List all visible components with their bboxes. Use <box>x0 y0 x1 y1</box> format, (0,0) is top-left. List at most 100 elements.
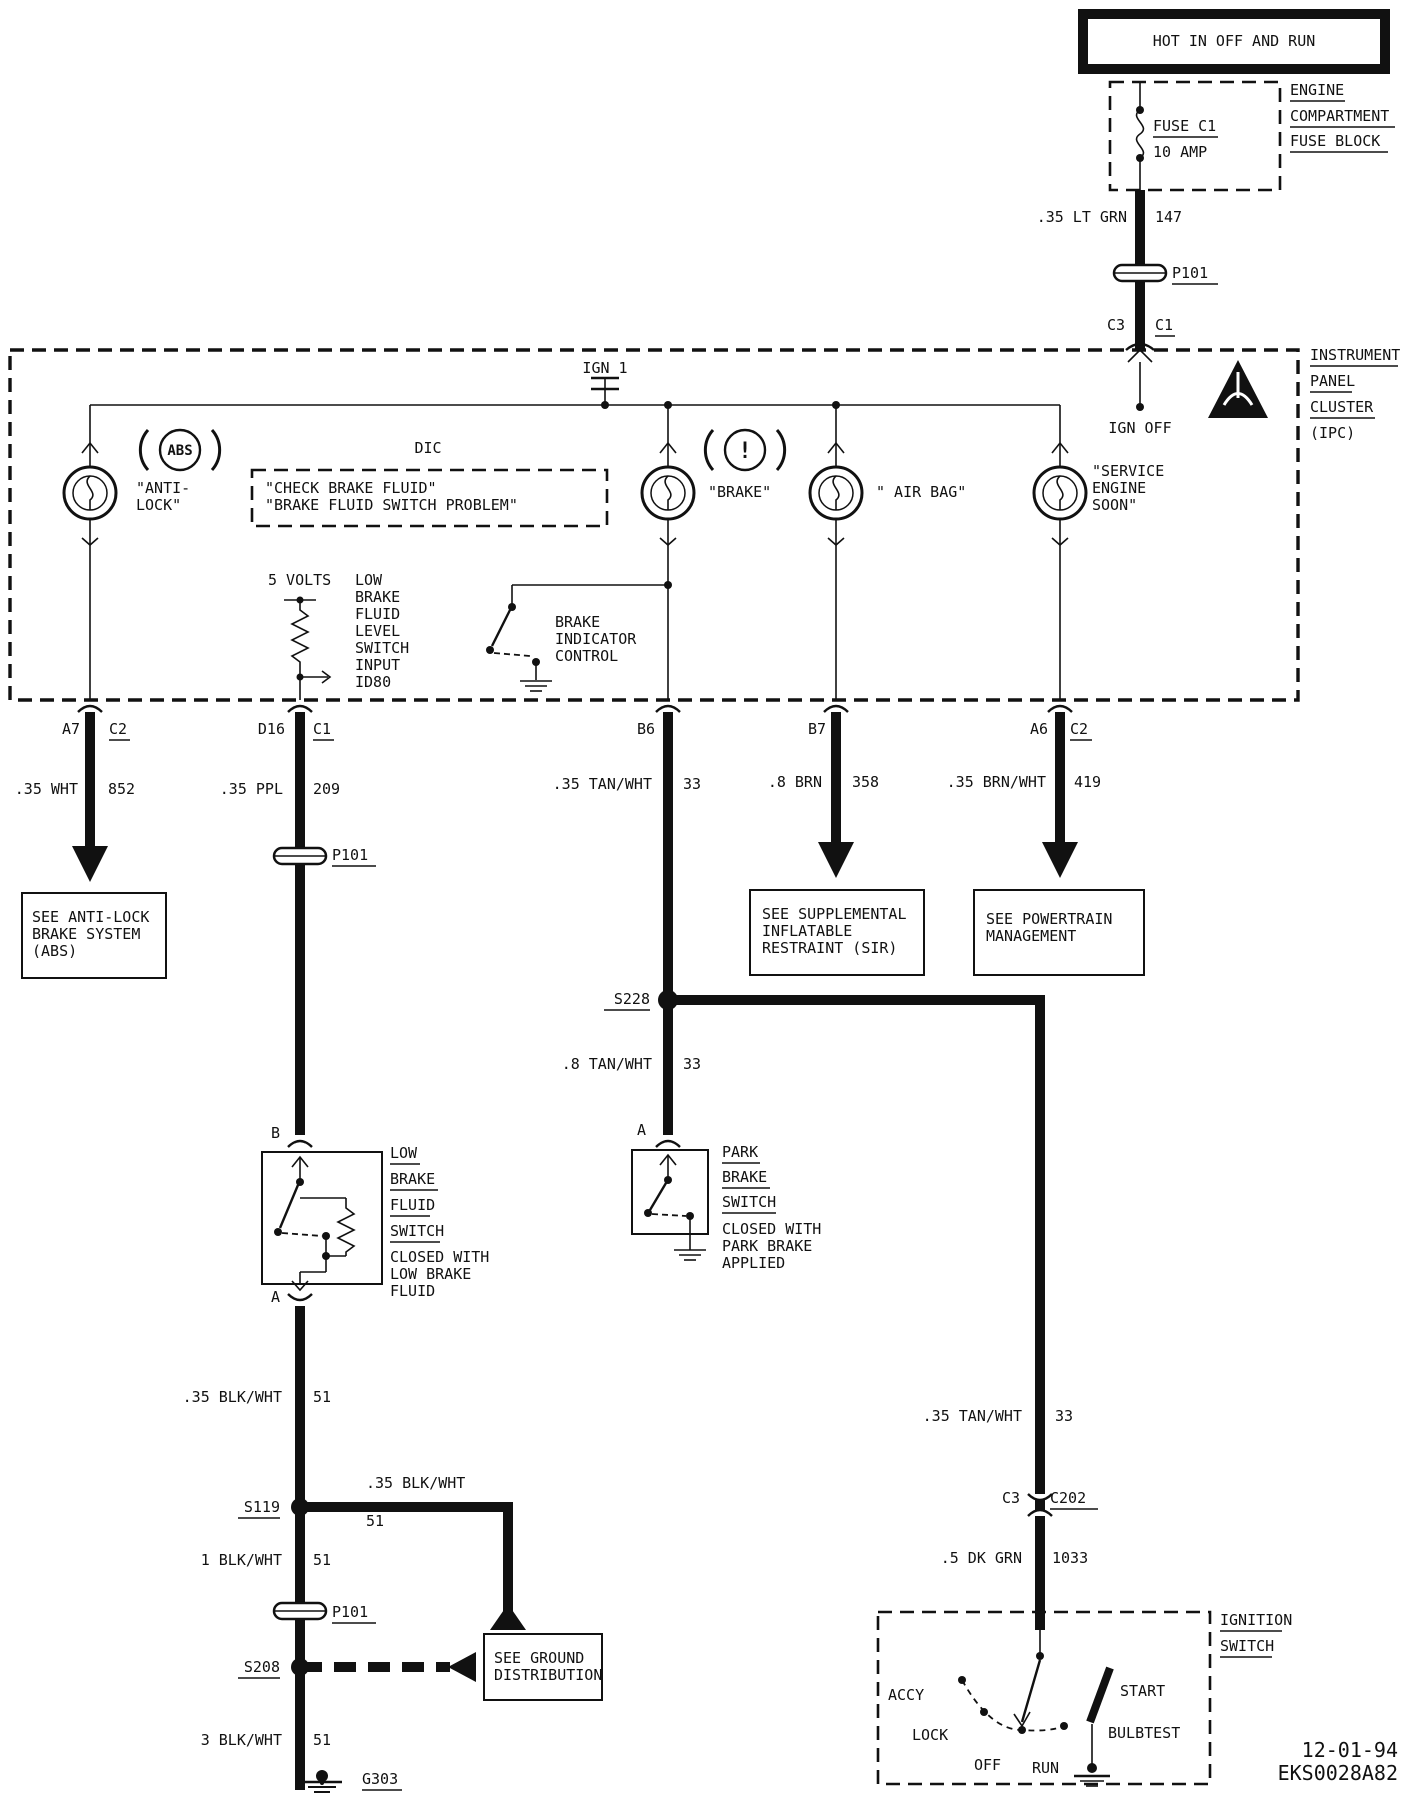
fuse-block: ENGINE COMPARTMENT FUSE BLOCK <box>1108 80 1395 192</box>
brake-lamp: "BRAKE" <box>640 405 771 700</box>
svg-text:CONTROL: CONTROL <box>555 647 618 665</box>
brake-symbol-icon: ! <box>703 428 787 472</box>
svg-text:COMPARTMENT: COMPARTMENT <box>1290 107 1389 125</box>
svg-text:51: 51 <box>313 1731 331 1749</box>
svg-text:209: 209 <box>313 780 340 798</box>
svg-text:START: START <box>1120 1682 1165 1700</box>
park-brake-switch: A PARK BRAKE SWITCH CLOSED WITH PARK BRA… <box>631 1121 821 1272</box>
svg-text:IGNITION: IGNITION <box>1220 1611 1292 1629</box>
svg-text:P101: P101 <box>332 846 368 864</box>
svg-text:OFF: OFF <box>974 1756 1001 1774</box>
svg-text:SWITCH: SWITCH <box>722 1193 776 1211</box>
svg-text:BRAKE SYSTEM: BRAKE SYSTEM <box>32 925 140 943</box>
svg-text:FUSE BLOCK: FUSE BLOCK <box>1290 132 1380 150</box>
svg-text:.35 LT GRN: .35 LT GRN <box>1037 208 1127 226</box>
svg-text:3 BLK/WHT: 3 BLK/WHT <box>201 1731 282 1749</box>
svg-text:.35 PPL: .35 PPL <box>220 780 283 798</box>
svg-text:INSTRUMENT: INSTRUMENT <box>1310 346 1400 364</box>
svg-text:MANAGEMENT: MANAGEMENT <box>986 927 1076 945</box>
service-engine-lamp: "SERVICE ENGINE SOON" <box>1032 405 1164 700</box>
ign1-bus: IGN 1 <box>90 359 1060 409</box>
svg-text:APPLIED: APPLIED <box>722 1254 785 1272</box>
svg-text:IGN OFF: IGN OFF <box>1108 419 1171 437</box>
fuse-c1: FUSE C1 10 AMP <box>1135 82 1218 190</box>
svg-text:5 VOLTS: 5 VOLTS <box>268 571 331 589</box>
brake-indicator-control: BRAKE INDICATOR CONTROL <box>486 584 668 692</box>
svg-text:ID80: ID80 <box>355 673 391 691</box>
esd-warning-icon <box>1208 360 1268 418</box>
hot-label-box: HOT IN OFF AND RUN <box>1078 9 1390 74</box>
ground-circuit-51: .35 BLK/WHT 51 S119 .35 BLK/WHT 51 1 BLK… <box>183 1306 526 1790</box>
svg-text:PANEL: PANEL <box>1310 372 1355 390</box>
ignition-feed-path: .35 TAN/WHT 33 C3 C202 .5 DK GRN 1033 <box>923 1407 1098 1567</box>
cluster-bottom-connectors <box>77 704 1073 713</box>
wire-419: A6 C2 .35 BRN/WHT 419 <box>947 712 1101 878</box>
svg-text:INDICATOR: INDICATOR <box>555 630 637 648</box>
svg-text:852: 852 <box>108 780 135 798</box>
svg-text:C1: C1 <box>313 720 331 738</box>
svg-text:ENGINE: ENGINE <box>1092 479 1146 497</box>
svg-text:419: 419 <box>1074 773 1101 791</box>
svg-text:1 BLK/WHT: 1 BLK/WHT <box>201 1551 282 1569</box>
svg-text:S228: S228 <box>614 990 650 1008</box>
svg-text:10 AMP: 10 AMP <box>1153 143 1207 161</box>
svg-text:INPUT: INPUT <box>355 656 400 674</box>
feed-wire-147: .35 LT GRN 147 P101 C3 C1 <box>1037 190 1218 363</box>
svg-text:B7: B7 <box>808 720 826 738</box>
svg-text:P101: P101 <box>332 1603 368 1621</box>
svg-text:C2: C2 <box>1070 720 1088 738</box>
see-powertrain-box: SEE POWERTRAIN MANAGEMENT <box>973 889 1145 976</box>
svg-text:.35 BLK/WHT: .35 BLK/WHT <box>183 1388 282 1406</box>
svg-text:A6: A6 <box>1030 720 1048 738</box>
drawing-id: 12-01-94 EKS0028A82 <box>1278 1738 1398 1785</box>
svg-text:D16: D16 <box>258 720 285 738</box>
svg-text:CLOSED WITH: CLOSED WITH <box>390 1248 489 1266</box>
svg-text:SWITCH: SWITCH <box>355 639 409 657</box>
svg-text:BULBTEST: BULBTEST <box>1108 1724 1180 1742</box>
svg-text:BRAKE: BRAKE <box>390 1170 435 1188</box>
svg-text:SEE POWERTRAIN: SEE POWERTRAIN <box>986 910 1112 928</box>
svg-text:33: 33 <box>683 1055 701 1073</box>
svg-text:.8 TAN/WHT: .8 TAN/WHT <box>562 1055 652 1073</box>
svg-text:51: 51 <box>366 1512 384 1530</box>
see-abs-box: SEE ANTI-LOCK BRAKE SYSTEM (ABS) <box>21 892 167 979</box>
svg-text:" AIR BAG": " AIR BAG" <box>876 483 966 501</box>
wire-358: B7 .8 BRN 358 <box>768 712 879 878</box>
svg-text:(ABS): (ABS) <box>32 942 77 960</box>
svg-text:G303: G303 <box>362 1770 398 1788</box>
svg-text:A7: A7 <box>62 720 80 738</box>
svg-text:.35 TAN/WHT: .35 TAN/WHT <box>553 775 652 793</box>
svg-text:BRAKE: BRAKE <box>555 613 600 631</box>
svg-text:LOCK": LOCK" <box>136 496 181 514</box>
svg-text:PARK: PARK <box>722 1143 758 1161</box>
ignition-switch: IGNITION SWITCH ACCY LOCK OFF RUN START … <box>876 1610 1292 1787</box>
ground-g303: G303 <box>302 1770 402 1793</box>
see-ground-distribution-box: SEE GROUND DISTRIBUTION <box>483 1633 603 1701</box>
wire-33: B6 .35 TAN/WHT 33 <box>553 712 701 1135</box>
svg-text:51: 51 <box>313 1551 331 1569</box>
svg-text:C202: C202 <box>1050 1489 1086 1507</box>
low-brake-fluid-switch: B A LOW BRAKE FLUID SWITCH CLOSED WITH L… <box>261 1124 489 1306</box>
ign-off-line: IGN OFF <box>1108 362 1172 437</box>
svg-text:EKS0028A82: EKS0028A82 <box>1278 1761 1398 1785</box>
svg-text:ACCY: ACCY <box>888 1686 924 1704</box>
svg-text:"BRAKE": "BRAKE" <box>708 483 771 501</box>
svg-text:B6: B6 <box>637 720 655 738</box>
airbag-lamp: " AIR BAG" <box>808 405 966 700</box>
svg-text:.35 BRN/WHT: .35 BRN/WHT <box>947 773 1046 791</box>
svg-text:FLUID: FLUID <box>390 1196 435 1214</box>
svg-text:51: 51 <box>313 1388 331 1406</box>
svg-text:FLUID: FLUID <box>355 605 400 623</box>
svg-text:B: B <box>271 1124 280 1142</box>
svg-text:C3: C3 <box>1107 316 1125 334</box>
svg-text:LEVEL: LEVEL <box>355 622 400 640</box>
svg-text:DISTRIBUTION: DISTRIBUTION <box>494 1666 602 1684</box>
svg-text:"SERVICE: "SERVICE <box>1092 462 1164 480</box>
svg-text:!: ! <box>738 439 751 464</box>
svg-text:A: A <box>637 1121 646 1139</box>
svg-text:.35 WHT: .35 WHT <box>15 780 78 798</box>
see-sir-box: SEE SUPPLEMENTAL INFLATABLE RESTRAINT (S… <box>749 889 925 976</box>
wire-209: D16 C1 .35 PPL 209 P101 <box>220 712 376 1135</box>
svg-text:INFLATABLE: INFLATABLE <box>762 922 852 940</box>
